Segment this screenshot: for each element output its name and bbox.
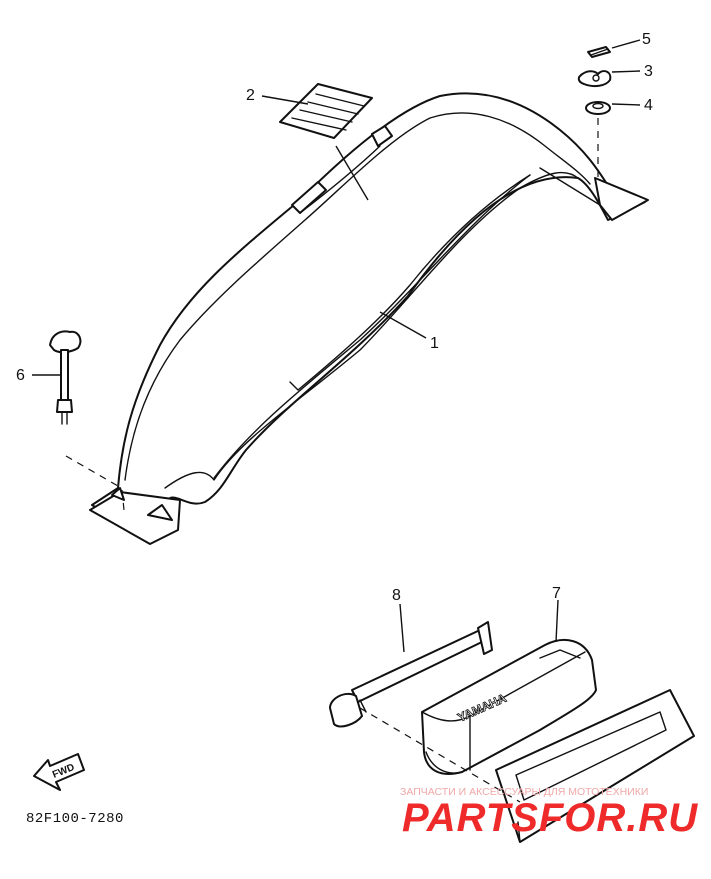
diagram-code: 82F100-7280 [26,811,124,827]
callout-2: 2 [246,87,255,104]
watermark-tagline: ЗАПЧАСТИ И АКСЕССУАРЫ ДЛЯ МОТОТЕХНИКИ [400,786,649,798]
watermark-brand: PARTSFOR.RU [402,796,699,840]
callout-6: 6 [16,367,25,384]
tool-box-tray [495,689,695,843]
strap-part [329,621,493,728]
callout-5: 5 [642,31,651,48]
decal-label-part [279,83,373,139]
callout-1: 1 [430,335,439,352]
fender-part [89,92,649,545]
callout-7: 7 [552,585,561,602]
bolt-part [587,46,611,58]
callout-3: 3 [644,63,653,80]
leader-lines [32,39,641,653]
assembly-lines [65,118,599,803]
fwd-arrow-icon: FWD [33,753,85,791]
wing-nut-part [577,70,612,88]
tool-box-part [421,639,597,775]
stud-bolt-part [49,330,82,425]
grommet-washer-part [585,101,611,115]
callout-4: 4 [644,97,653,114]
callout-8: 8 [392,587,401,604]
